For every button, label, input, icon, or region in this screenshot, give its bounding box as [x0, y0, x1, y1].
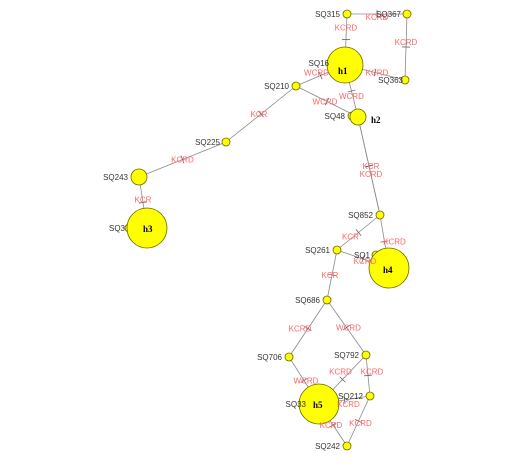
node-label-sq210: SQ210: [264, 82, 289, 91]
node-label-sq48: SQ48: [325, 112, 346, 121]
node-sq852[interactable]: [376, 211, 384, 219]
node-sq243[interactable]: [131, 169, 147, 185]
edge-label: WCRD: [304, 69, 329, 78]
node-label-sq686: SQ686: [295, 296, 320, 305]
edge-label: KCR: [342, 233, 359, 242]
edge-label: KCR: [135, 196, 152, 205]
node-sq706[interactable]: [285, 353, 293, 361]
node-sq225[interactable]: [222, 138, 230, 146]
edge-label: KCRD: [329, 368, 352, 377]
node-label-sq852: SQ852: [348, 211, 373, 220]
node-label-sq315: SQ315: [315, 10, 340, 19]
edge-label: KCRD: [171, 156, 194, 165]
node-label-sq706: SQ706: [257, 353, 282, 362]
node-sq686[interactable]: [323, 296, 331, 304]
edge-label: KCRD: [349, 419, 372, 428]
edge-label: WCRD: [294, 377, 319, 386]
node-label-sq242: SQ242: [315, 442, 340, 451]
edge-label: WCRD: [339, 92, 364, 101]
hub-label-h1: h1: [338, 66, 348, 76]
node-label-sq261: SQ261: [305, 246, 330, 255]
node-sq210[interactable]: [292, 82, 300, 90]
hub-label-h3: h3: [143, 224, 153, 234]
edge-label: WCRD: [336, 324, 361, 333]
hub-label-h4: h4: [383, 265, 393, 275]
hub-h1[interactable]: [327, 47, 363, 83]
hub-label-h2: h2: [371, 115, 381, 125]
node-sq792[interactable]: [362, 351, 370, 359]
hub-label-h5: h5: [313, 400, 323, 410]
edge-label: KCRD: [289, 325, 312, 334]
edge-label: KCRD: [337, 400, 360, 409]
edge-label: KCRD: [360, 170, 383, 179]
node-sq212[interactable]: [366, 392, 374, 400]
node-label-sq792: SQ792: [334, 351, 359, 360]
node-label-sq212: SQ212: [338, 392, 363, 401]
edge-label: KCRD: [361, 368, 384, 377]
node-label-sq225: SQ225: [195, 138, 220, 147]
node-sq367[interactable]: [403, 10, 411, 18]
edge-label: KCRD: [395, 38, 418, 47]
hub-h2[interactable]: [350, 109, 366, 125]
labels-layer: KCRDKCRDKCRDKCRDWCRDWCRDWCRDKCRKCRDKCRKC…: [103, 10, 417, 451]
node-sq261[interactable]: [333, 246, 341, 254]
edge-label: KCRD: [320, 421, 343, 430]
edge-label: WCRD: [313, 98, 338, 107]
node-label-sq243: SQ243: [103, 173, 128, 182]
edge-label: KCRD: [335, 24, 358, 33]
node-label-sq1: SQ1: [354, 251, 371, 260]
node-label-sq16: SQ16: [309, 59, 330, 68]
edge-label: KCRD: [383, 238, 406, 247]
node-sq242[interactable]: [343, 442, 351, 450]
node-label-sq3: SQ3: [109, 224, 126, 233]
node-label-sq33: SQ33: [286, 400, 307, 409]
node-label-sq367: SQ367: [376, 10, 401, 19]
node-sq315[interactable]: [343, 10, 351, 18]
edge-label: KCR: [251, 110, 268, 119]
edge-label: KCR: [322, 271, 339, 280]
node-label-sq363: SQ363: [378, 76, 403, 85]
